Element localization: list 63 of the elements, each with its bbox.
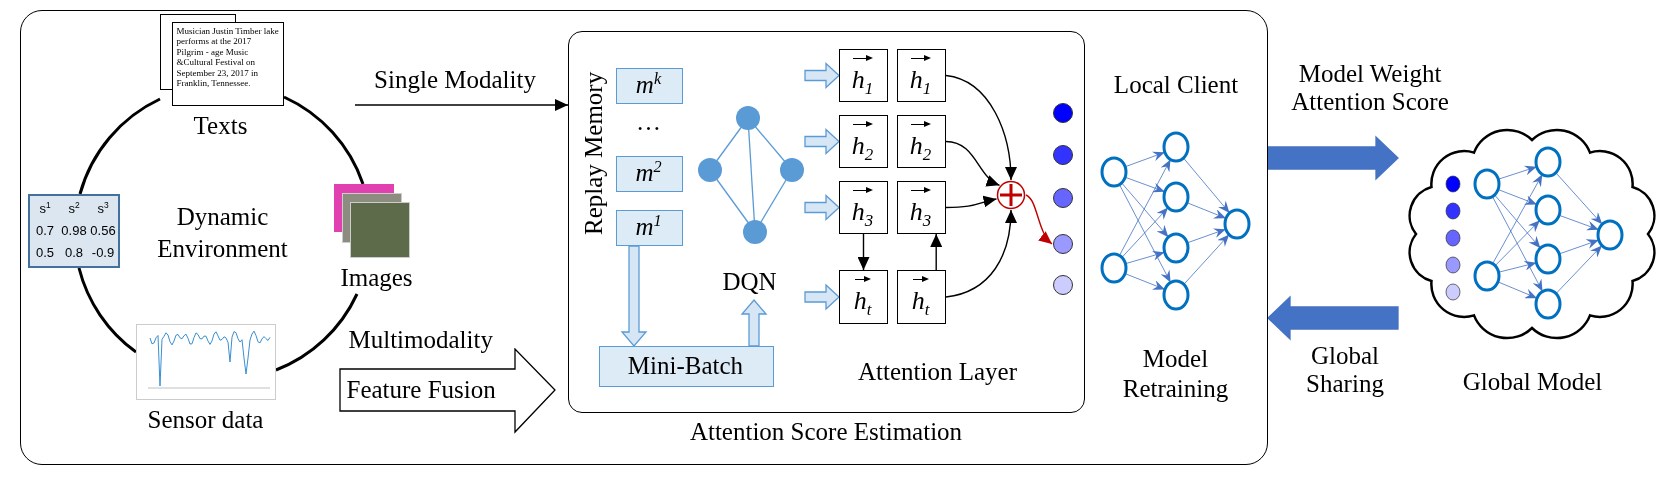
block-arrow — [804, 62, 840, 89]
vector-box — [838, 180, 888, 234]
arrow — [354, 99, 569, 111]
document-text: Musician Justin Timber lake performs at the 2017 Pilgrim - age Music &Cultural Festival on September 23, 2017 in Franklin, Tennessee. — [176, 25, 280, 89]
vector-text: h$_{1}$ — [851, 54, 874, 98]
math-text: m$^{k}$ — [634, 70, 663, 99]
block-arrow — [740, 299, 768, 347]
vector-text: h$_{1}$ — [909, 54, 932, 98]
curved-arrow — [945, 195, 998, 209]
box-label: Mini-Batch — [626, 351, 745, 380]
table-cell-text: 0.7 — [34, 221, 56, 240]
table-cell-text: -0.9 — [90, 243, 116, 262]
math-text: m$^{2}$ — [634, 158, 663, 187]
vector-text: h$_{3}$ — [909, 186, 932, 230]
block-arrow — [620, 245, 648, 347]
text-label: Attention Layer — [858, 358, 1018, 386]
memory-box — [615, 155, 683, 192]
block-arrow — [804, 128, 840, 155]
vector-box — [896, 48, 946, 102]
table-cell-text: s$^{1}$ — [38, 199, 52, 218]
vector-text: h$_{2}$ — [909, 120, 932, 164]
table-cell-text: s$^{2}$ — [67, 199, 81, 218]
memory-box — [615, 209, 683, 246]
block-arrow — [1267, 135, 1399, 181]
node-label: Model Retraining — [1121, 343, 1230, 404]
vector-box — [896, 114, 946, 168]
vector-text: h$_{3}$ — [851, 186, 874, 230]
table-cell-text: 0.5 — [34, 243, 56, 262]
table-cell-text: 0.56 — [89, 221, 117, 240]
vector-box — [838, 48, 888, 102]
memory-box — [615, 67, 683, 104]
arrow-label: Feature Fusion — [346, 375, 497, 404]
curved-arrow — [945, 74, 1017, 181]
table-cell-text: 0.8 — [63, 243, 85, 262]
arrow — [857, 233, 870, 271]
arrow — [930, 233, 943, 271]
vector-text: h$_{t}$ — [853, 275, 872, 319]
process-box — [598, 345, 774, 387]
node-label: Dynamic Environment — [156, 201, 289, 264]
block-arrow — [1267, 295, 1399, 341]
table-cell-text: s$^{3}$ — [96, 199, 110, 218]
table-cell-text: 0.98 — [60, 221, 88, 240]
node-label: Global Model — [1461, 368, 1604, 396]
vector-box — [838, 269, 888, 324]
arrow-caption: Multimodality — [348, 325, 494, 354]
node-label: DQN — [721, 267, 778, 296]
block-arrow — [804, 283, 840, 311]
vector-text: h$_{t}$ — [911, 275, 930, 319]
data-table — [27, 193, 120, 268]
text-label: … — [636, 108, 662, 136]
panel-title: Attention Score Estimation — [688, 417, 964, 446]
panel-title: Local Client — [1112, 71, 1240, 99]
vector-box — [896, 180, 946, 234]
axis-label: Replay Memory — [580, 70, 608, 237]
math-text: m$^{1}$ — [634, 212, 663, 241]
block-arrow — [804, 194, 840, 221]
curved-arrow — [1025, 194, 1053, 245]
curved-arrow — [945, 209, 1017, 298]
vector-box — [896, 269, 946, 324]
client-panel — [20, 10, 1268, 465]
curved-arrow — [945, 140, 1001, 187]
vector-box — [838, 114, 888, 168]
vector-text: h$_{2}$ — [851, 120, 874, 164]
